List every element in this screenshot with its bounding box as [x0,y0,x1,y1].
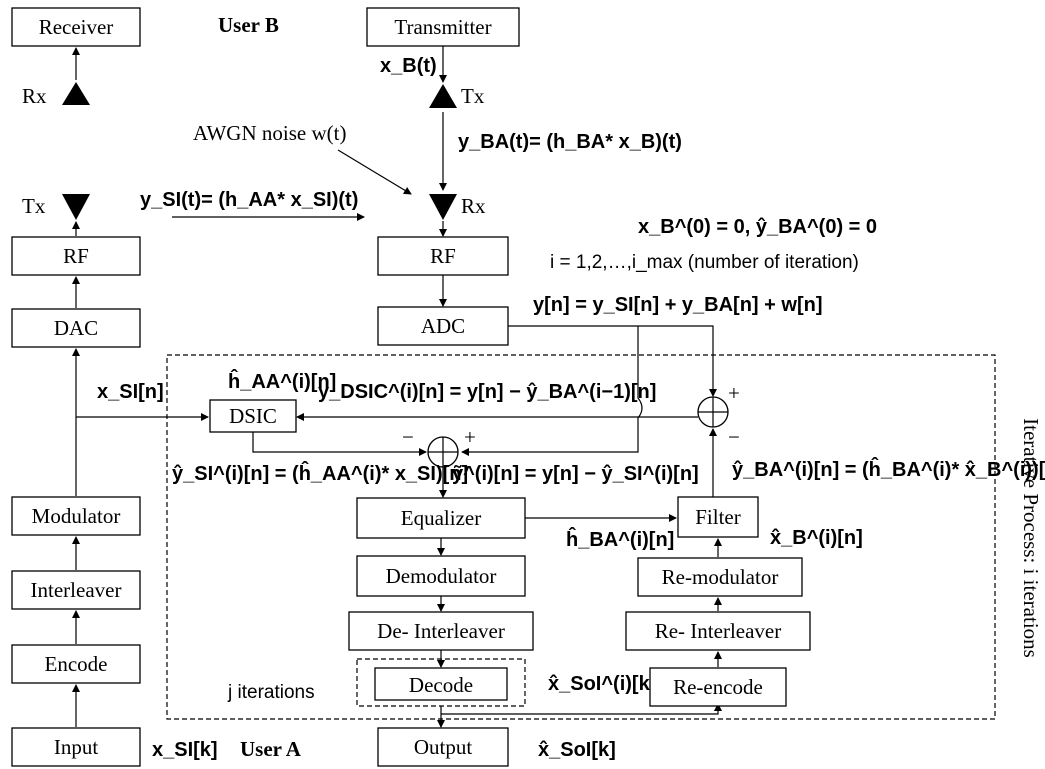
svg-text:Input: Input [54,735,98,759]
svg-text:Modulator: Modulator [32,504,121,528]
interleaver-block: Interleaver [11,570,141,610]
y-n-label: y[n] = y_SI[n] + y_BA[n] + w[n] [533,294,822,316]
remodulator-block: Re-modulator [637,557,803,597]
modulator-block: Modulator [11,496,141,536]
reencode-block: Re-encode [649,667,787,707]
x-b-t-label: x_B(t) [380,55,437,77]
tx-label-b: Tx [461,84,485,108]
rx-label-a: Rx [461,194,486,218]
svg-text:Re- Interleaver: Re- Interleaver [655,619,782,643]
svg-text:Demodulator: Demodulator [386,564,497,588]
user-a-label: User A [240,737,302,761]
plus-sign-bottom: + [464,425,476,449]
svg-text:Decode: Decode [409,673,473,697]
receiver-block: Receiver [11,7,141,47]
plus-sign-top: + [728,381,740,405]
sum-node-top [697,396,729,428]
adc-to-sum2-arrow [461,326,643,456]
rx-antenna-icon [62,82,90,105]
svg-text:Filter: Filter [695,505,741,529]
adc-to-sum1-arrow [508,325,717,397]
output-block: Output [377,727,509,767]
iterative-process-label: Iterative Process: i iterations [1019,418,1043,658]
dsic-block: DSIC [209,399,297,433]
svg-text:De- Interleaver: De- Interleaver [377,619,505,643]
minus-sign-top: − [728,425,740,449]
rx-antenna-a-icon [429,194,457,220]
svg-text:Re-modulator: Re-modulator [662,565,779,589]
x-si-k-label: x_SI[k] [152,739,218,761]
rf-right-block: RF [377,236,509,276]
dsic-to-sum-arrow [252,432,427,456]
iterative-region [166,354,996,720]
minus-sign-bottom: − [402,425,414,449]
svg-text:DAC: DAC [54,316,98,340]
y-ba-t-label: y_BA(t)= (h_BA* x_B)(t) [458,131,682,153]
awgn-arrow [337,149,412,195]
x-soi-hat-i-label: x̂_SoI^(i)[k] [548,673,656,695]
transmitter-block: Transmitter [366,7,520,47]
equalizer-block: Equalizer [356,497,526,539]
svg-text:RF: RF [430,244,456,268]
rf-left-block: RF [11,236,141,276]
dac-block: DAC [11,308,141,348]
filter-block: Filter [677,496,759,538]
svg-text:DSIC: DSIC [229,404,277,428]
init-label: x_B^(0) = 0, ŷ_BA^(0) = 0 [638,216,877,238]
input-block: Input [11,727,141,767]
svg-text:ADC: ADC [421,314,465,338]
svg-text:Receiver: Receiver [39,15,114,39]
h-aa-hat-label: ĥ_AA^(i)[n] [228,369,336,393]
y-tilde-label: ỹ^(i)[n] = y[n] − ŷ_SI^(i)[n] [452,463,699,485]
svg-text:Interleaver: Interleaver [31,578,122,602]
adc-block: ADC [377,306,509,346]
awgn-label: AWGN noise w(t) [193,121,346,145]
reinterleaver-block: Re- Interleaver [625,611,811,651]
y-si-hat-label: ŷ_SI^(i)[n] = (ĥ_AA^(i)* x_SI)[n] [172,461,468,485]
x-soi-hat-label: x̂_SoI[k] [538,739,616,761]
decode-block: Decode [374,667,508,701]
svg-text:Equalizer: Equalizer [401,506,481,530]
encode-block: Encode [11,644,141,684]
tx-label-left: Tx [22,194,46,218]
h-ba-hat-label: ĥ_BA^(i)[n] [566,527,674,551]
y-si-t-label: y_SI(t)= (h_AA* x_SI)(t) [140,189,358,211]
user-b-label: User B [218,13,279,37]
tx-antenna-b-icon [429,84,457,108]
x-si-n-label: x_SI[n] [97,381,164,403]
y-ba-hat-label: ŷ_BA^(i)[n] = (ĥ_BA^(i)* x̂_B^(i))[n] [732,457,1045,481]
demodulator-block: Demodulator [356,555,526,597]
tx-antenna-icon [62,194,90,220]
rx-label-left: Rx [22,84,47,108]
svg-text:Encode: Encode [45,652,108,676]
svg-text:RF: RF [63,244,89,268]
svg-text:Output: Output [414,735,473,759]
x-b-hat-label: x̂_B^(i)[n] [770,527,863,549]
iter-range-label: i = 1,2,…,i_max (number of iteration) [550,252,859,273]
svg-text:Transmitter: Transmitter [394,15,491,39]
deinterleaver-block: De- Interleaver [348,611,534,651]
svg-text:Re-encode: Re-encode [673,675,763,699]
decode-to-reencode-arrow [441,703,722,715]
j-iterations-label: j iterations [227,682,315,703]
y-dsic-label: y_DSIC^(i)[n] = y[n] − ŷ_BA^(i−1)[n] [318,381,656,403]
